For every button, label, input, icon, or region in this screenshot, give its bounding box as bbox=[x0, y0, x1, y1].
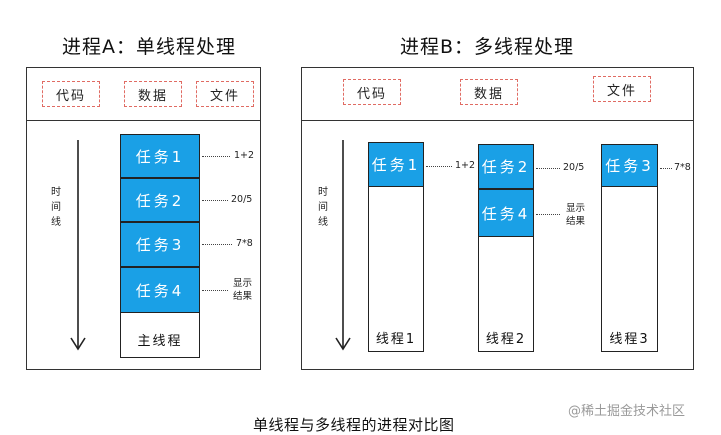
process-a-note-line-4 bbox=[202, 290, 228, 291]
process-a-task-3: 任务3 bbox=[120, 222, 200, 267]
process-a-note-line-3 bbox=[202, 244, 232, 245]
process-b-thread-2-note-line-2 bbox=[536, 214, 560, 215]
diagram-caption: 单线程与多线程的进程对比图 bbox=[253, 416, 455, 434]
process-b-thread-2-note-2b: 结果 bbox=[566, 216, 586, 227]
process-a-note-line-2 bbox=[202, 200, 228, 201]
process-b-resource-file: 文件 bbox=[593, 76, 651, 102]
process-a-resource-code: 代码 bbox=[42, 81, 100, 107]
process-a-note-line-1 bbox=[202, 156, 230, 157]
process-b-thread-2-note-1: 20/5 bbox=[563, 162, 585, 173]
process-b-thread-2-label: 线程2 bbox=[485, 332, 527, 347]
process-b-time-label-2: 间 bbox=[318, 202, 328, 213]
process-b-divider bbox=[301, 120, 694, 121]
process-a-note-3: 7*8 bbox=[236, 238, 253, 249]
process-a-note-4a: 显示 bbox=[233, 278, 253, 289]
process-b-time-arrow bbox=[335, 140, 351, 351]
process-b-thread-1-label: 线程1 bbox=[375, 332, 417, 347]
process-a-divider bbox=[26, 120, 261, 121]
process-a-thread-label: 主线程 bbox=[137, 334, 183, 349]
process-b-time-label-3: 线 bbox=[318, 217, 328, 228]
process-b-thread-3-note: 7*8 bbox=[674, 162, 691, 173]
process-b-thread-2-note-2a: 显示 bbox=[566, 203, 586, 214]
process-a-resource-file: 文件 bbox=[196, 81, 254, 107]
process-b-thread-2-note-line-1 bbox=[536, 168, 560, 169]
process-b-title: 进程B：多线程处理 bbox=[400, 36, 575, 58]
process-a-note-2: 20/5 bbox=[231, 194, 253, 205]
process-b-thread-1-note: 1+2 bbox=[455, 160, 476, 171]
process-a-time-arrow bbox=[70, 140, 86, 351]
process-a-time-label-1: 时 bbox=[51, 187, 61, 198]
process-a-panel bbox=[26, 67, 261, 370]
process-a-note-4b: 结果 bbox=[233, 291, 253, 302]
process-a-time-label-2: 间 bbox=[51, 202, 61, 213]
process-a-task-1: 任务1 bbox=[120, 134, 200, 178]
process-b-thread-3-label: 线程3 bbox=[609, 332, 650, 347]
process-a-note-1: 1+2 bbox=[234, 150, 255, 161]
process-a-time-label-3: 线 bbox=[51, 217, 61, 228]
process-b-thread-1-note-line bbox=[426, 166, 452, 167]
process-b-thread-1-task-1: 任务1 bbox=[368, 142, 424, 187]
process-b-resource-data: 数据 bbox=[460, 79, 518, 105]
process-a-resource-data: 数据 bbox=[124, 81, 182, 107]
process-b-thread-2-task-4: 任务4 bbox=[478, 189, 534, 237]
process-a-task-2: 任务2 bbox=[120, 178, 200, 222]
process-b-time-label-1: 时 bbox=[318, 187, 328, 198]
watermark: @稀土掘金技术社区 bbox=[568, 404, 686, 419]
process-b-resource-code: 代码 bbox=[343, 79, 401, 105]
process-b-thread-3-note-line bbox=[660, 168, 672, 169]
process-a-task-4: 任务4 bbox=[120, 267, 200, 313]
process-a-title: 进程A：单线程处理 bbox=[62, 36, 236, 58]
process-b-panel bbox=[301, 67, 694, 370]
process-b-thread-2-task-2: 任务2 bbox=[478, 144, 534, 189]
process-b-thread-3-task-3: 任务3 bbox=[601, 144, 658, 187]
